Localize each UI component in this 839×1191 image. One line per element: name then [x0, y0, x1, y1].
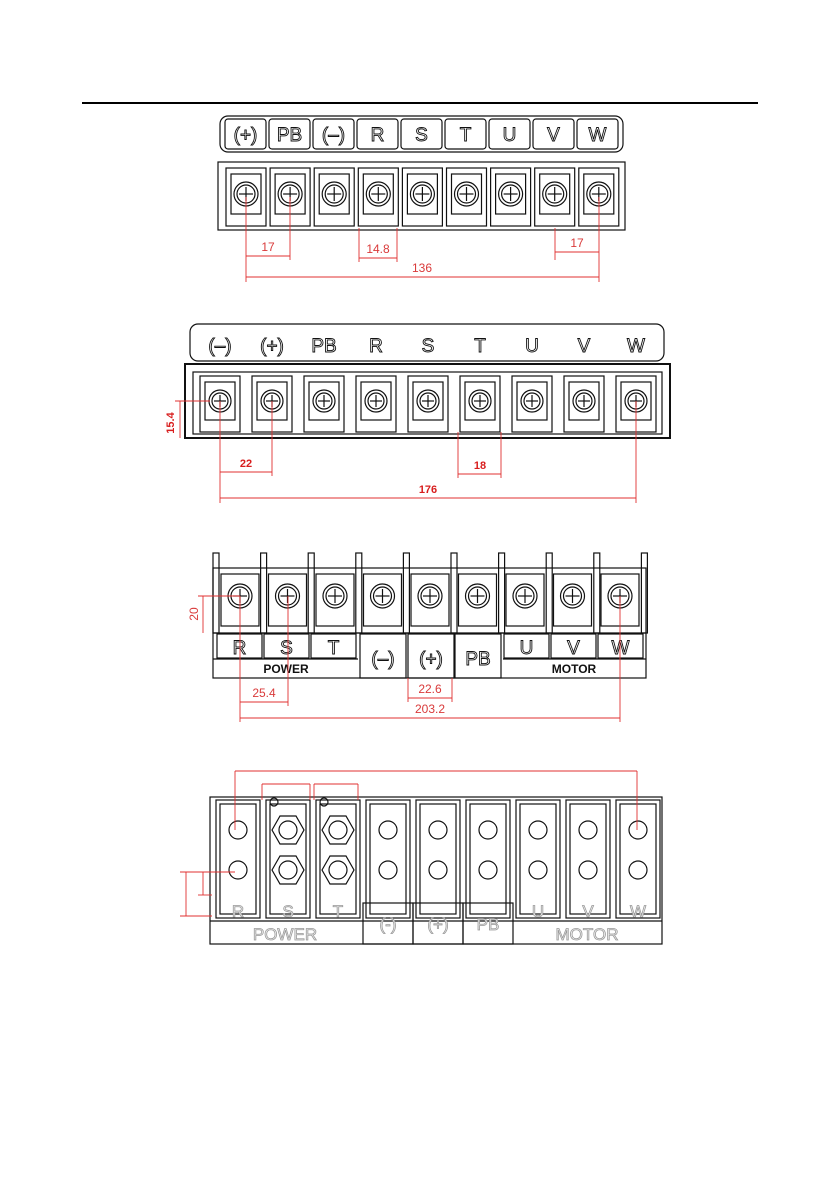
dim-1d: 136 [412, 261, 432, 275]
dim-3a: 20 [187, 607, 201, 621]
dim-2c: 18 [474, 460, 486, 472]
dim-2b: 22 [240, 458, 252, 470]
dim-1b: 14.8 [366, 242, 390, 256]
terminal-4-0 [216, 800, 260, 918]
diagram-4: R S T (-) (+) PB U V W POWER MOTOR [180, 771, 662, 944]
label-1-7: V [547, 125, 560, 146]
label-4-0: R [232, 902, 244, 921]
label-4-3: (-) [380, 915, 397, 934]
label-4-8: W [630, 902, 646, 921]
label-2-0: (–) [208, 336, 231, 357]
terminal-4-3 [366, 800, 410, 918]
terminal-4-1 [266, 800, 310, 918]
terminal-4-8 [616, 800, 660, 918]
label-4-5: PB [477, 915, 500, 934]
label-3-8: W [612, 638, 630, 659]
label-1-5: T [460, 125, 472, 146]
label-2-5: T [474, 336, 486, 357]
terminal-4-2 [316, 800, 360, 918]
terminal-4-6 [516, 800, 560, 918]
label-3-0: R [233, 638, 247, 659]
label-2-7: V [578, 336, 591, 357]
group-motor-4: MOTOR [556, 925, 619, 944]
label-2-1: (+) [260, 336, 284, 357]
dim-3d: 203.2 [415, 702, 445, 716]
label-1-2: (–) [322, 125, 345, 146]
diagram-1: (+) PB (–) R S T U V W 17 14.8 17 136 [218, 116, 625, 282]
dim-1c: 17 [570, 236, 584, 250]
label-4-2: T [333, 902, 343, 921]
label-3-7: V [567, 638, 580, 659]
group-power-4: POWER [253, 925, 317, 944]
label-1-0: (+) [234, 125, 258, 146]
label-2-4: S [422, 336, 435, 357]
label-4-7: V [582, 902, 594, 921]
terminal-4-4 [416, 800, 460, 918]
label-2-3: R [369, 336, 383, 357]
dim-3c: 22.6 [418, 682, 442, 696]
label-4-1: S [282, 902, 293, 921]
label-1-6: U [503, 125, 517, 146]
label-1-4: S [415, 125, 428, 146]
label-1-3: R [371, 125, 385, 146]
label-3-3: (–) [371, 649, 394, 670]
dim-1a: 17 [261, 240, 275, 254]
terminal-4-7 [566, 800, 610, 918]
group-motor-3: MOTOR [552, 662, 597, 676]
dim-3b: 25.4 [252, 686, 276, 700]
dim-2a: 15.4 [165, 411, 177, 433]
diagram-2: (–) (+) PB R S T U V W 15.4 22 18 176 [165, 324, 670, 503]
label-2-8: W [627, 336, 645, 357]
label-2-2: PB [311, 336, 336, 357]
label-3-5: PB [465, 649, 490, 670]
label-3-6: U [520, 638, 534, 659]
label-2-6: U [525, 336, 539, 357]
group-power-3: POWER [263, 662, 309, 676]
dim-2d: 176 [419, 484, 437, 496]
label-1-8: W [589, 125, 607, 146]
label-4-4: (+) [427, 915, 448, 934]
label-3-1: S [280, 638, 293, 659]
label-3-2: T [328, 638, 340, 659]
label-3-4: (+) [419, 649, 443, 670]
label-4-6: U [532, 902, 544, 921]
label-1-1: PB [277, 125, 302, 146]
terminal-4-5 [466, 800, 510, 918]
